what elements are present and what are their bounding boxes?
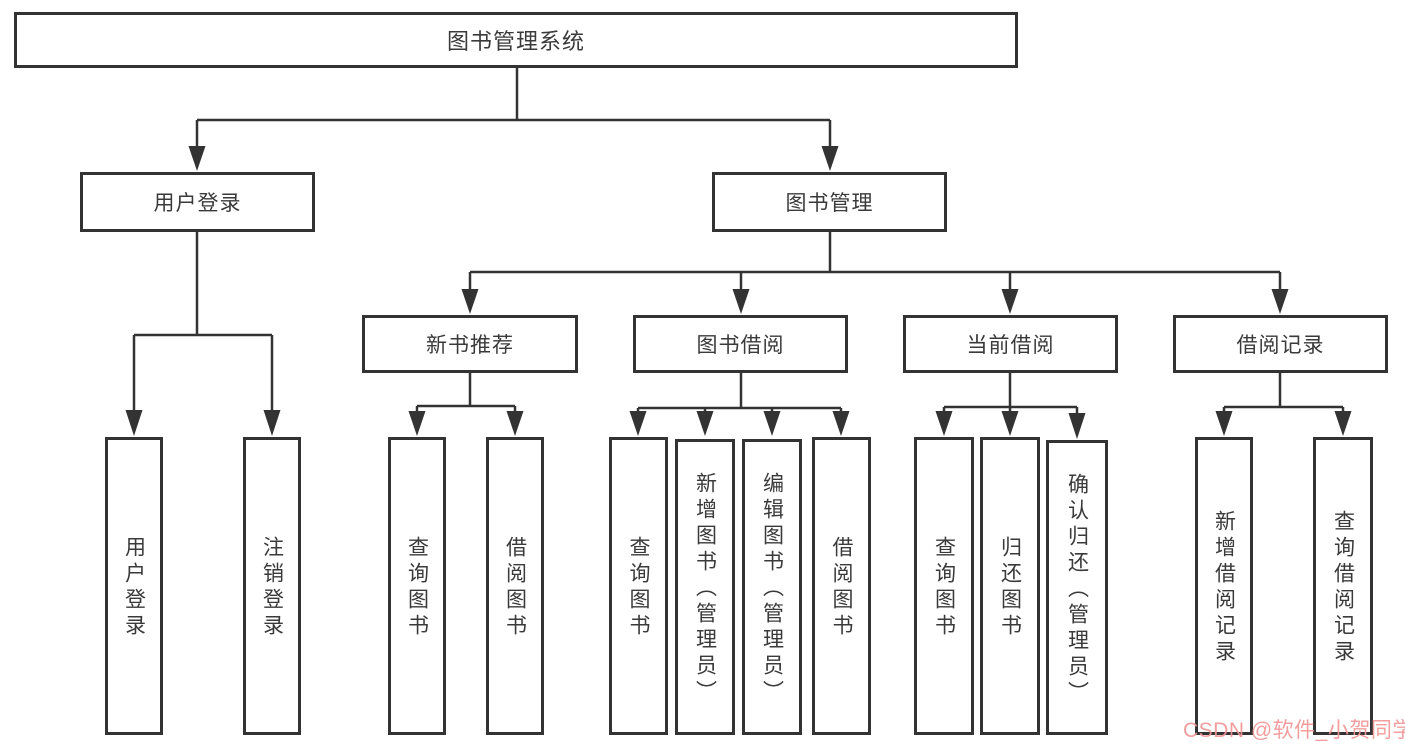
node-leaf-return-book: 归还图书	[980, 437, 1040, 735]
node-leaf-user-login: 用户登录	[105, 437, 163, 735]
node-user-login-group: 用户登录	[80, 172, 315, 232]
node-book-borrow: 图书借阅	[633, 315, 848, 373]
node-leaf-edit-book: 编辑图书（管理员）	[742, 439, 802, 735]
node-new-book-rec: 新书推荐	[362, 315, 578, 373]
node-leaf-query-borrow-record: 查询借阅记录	[1313, 437, 1373, 735]
node-leaf-add-book: 新增图书（管理员）	[675, 439, 735, 735]
node-leaf-query-book-2: 查询图书	[609, 437, 668, 735]
csdn-watermark: CSDN @软件_小贺同学	[1183, 719, 1405, 742]
node-root: 图书管理系统	[14, 12, 1018, 68]
node-leaf-borrow-book-2: 借阅图书	[812, 437, 871, 735]
node-leaf-add-borrow-record: 新增借阅记录	[1195, 437, 1253, 735]
node-leaf-confirm-return: 确认归还（管理员）	[1046, 440, 1108, 735]
node-current-borrow: 当前借阅	[903, 315, 1118, 373]
node-leaf-borrow-book-1: 借阅图书	[486, 437, 544, 735]
node-leaf-logout: 注销登录	[243, 437, 301, 735]
node-leaf-query-book-3: 查询图书	[914, 437, 974, 735]
node-book-mgmt-group: 图书管理	[712, 172, 947, 232]
node-leaf-query-book-1: 查询图书	[388, 437, 446, 735]
node-borrow-records: 借阅记录	[1173, 315, 1388, 373]
arrowheads	[125, 146, 1352, 439]
